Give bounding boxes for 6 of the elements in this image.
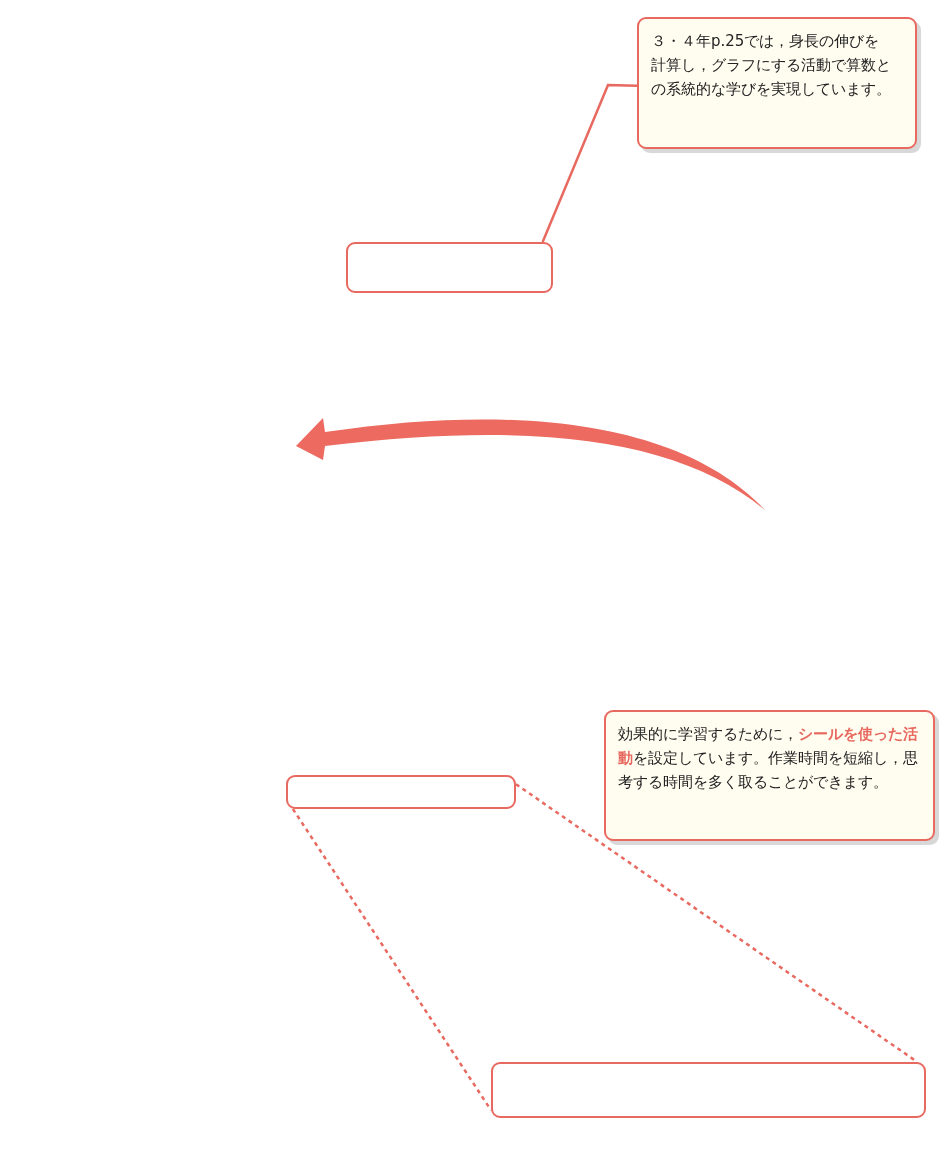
empty-box bbox=[286, 775, 516, 809]
empty-box bbox=[346, 242, 553, 293]
leader-line bbox=[541, 83, 638, 243]
callout-text: 効果的に学習するために，シールを使った活動を設定しています。作業時間を短縮し，思考する時間を多く取ることができます。 bbox=[618, 724, 919, 793]
callout-text: ３・４年p.25では，身長の伸びを計算し，グラフにする活動で算数との系統的な学びを実現しています。 bbox=[651, 31, 891, 100]
empty-box bbox=[491, 1062, 926, 1118]
